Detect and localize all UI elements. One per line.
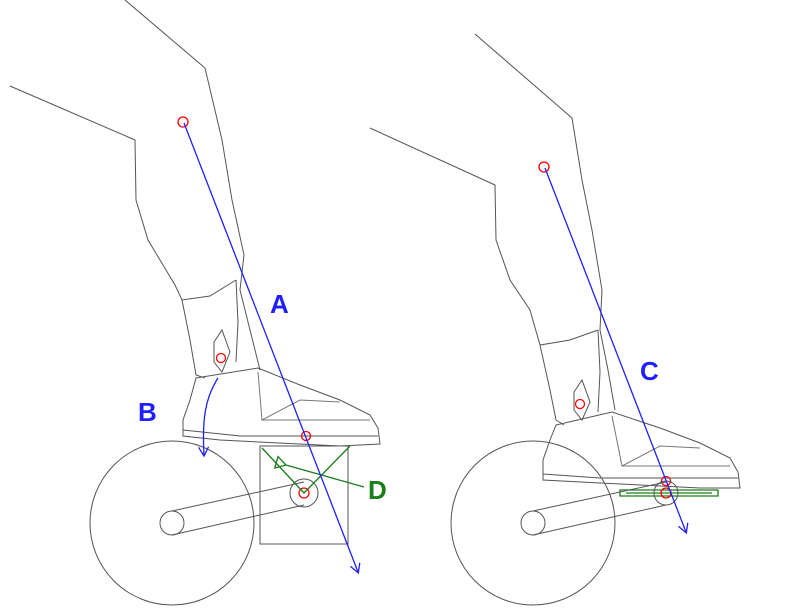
left-ankle-joint <box>215 352 227 364</box>
left-pedal-box <box>259 445 349 545</box>
left-crank-arm <box>171 481 305 536</box>
left-figure <box>9 0 381 606</box>
label-a: A <box>270 289 289 319</box>
right-crank-arm <box>532 481 667 536</box>
left-chainring <box>89 440 255 606</box>
left-d-arrow <box>286 465 365 488</box>
left-d-force-lines <box>261 445 351 494</box>
left-pedal-joint <box>300 430 312 442</box>
left-rotation-arrow <box>198 377 219 458</box>
right-axis-line <box>544 167 689 535</box>
right-ankle-marker <box>573 378 591 421</box>
left-crank-hub <box>159 510 185 536</box>
left-pedal-spindle-joint <box>298 487 310 499</box>
right-figure <box>369 33 741 606</box>
right-leg-back-outline <box>474 33 616 411</box>
right-shoe-tongue <box>611 415 730 467</box>
right-thigh-outline <box>369 127 599 346</box>
left-shoe-sole <box>182 429 378 437</box>
label-d: D <box>368 475 387 505</box>
left-pedal-spindle-ring <box>289 478 319 508</box>
right-crank-hub <box>520 510 546 536</box>
label-b: B <box>138 397 157 427</box>
left-axis-line <box>183 122 361 575</box>
left-thigh-outline <box>9 85 237 301</box>
right-knee-joint <box>538 161 550 173</box>
left-shin-outline <box>181 279 239 379</box>
label-c: C <box>640 356 659 386</box>
right-shoe-outline <box>542 411 741 489</box>
right-pedal-joint-upper <box>660 475 672 487</box>
left-ankle-marker <box>213 328 231 373</box>
right-ankle-joint <box>574 398 586 410</box>
right-chainring <box>450 440 616 606</box>
right-cleat-plate <box>619 489 719 497</box>
left-shoe-tongue <box>257 371 370 421</box>
left-leg-back-outline <box>124 0 261 371</box>
left-knee-joint <box>177 116 189 128</box>
right-shin-outline <box>539 329 601 426</box>
left-shoe-outline <box>182 367 381 447</box>
right-shoe-sole <box>542 473 738 479</box>
